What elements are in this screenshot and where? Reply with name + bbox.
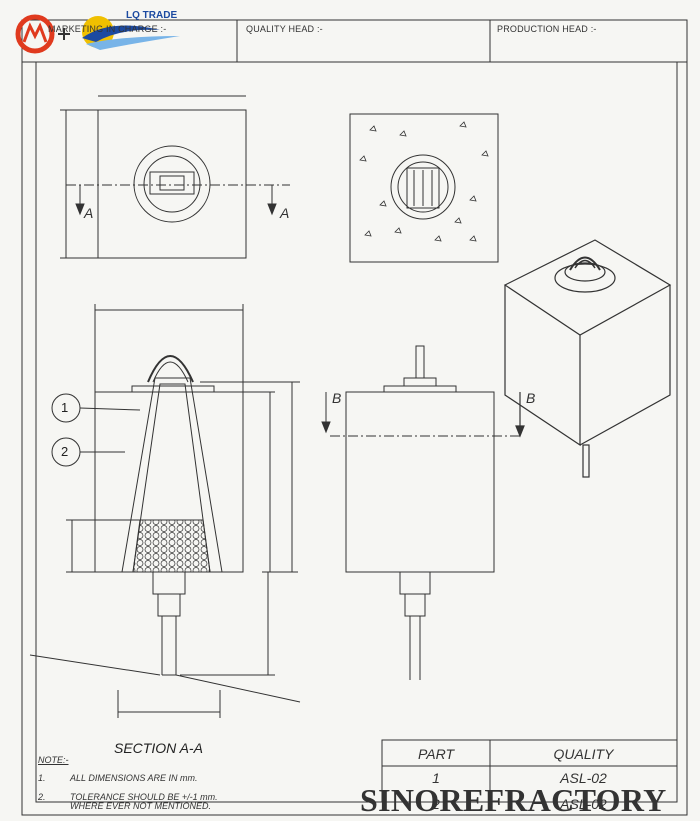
note-2-num: 2. [38,792,46,802]
logo-text: LQ TRADE [126,10,178,21]
table-row-1-part: 1 [432,770,440,786]
front-elevation [321,345,520,680]
drawing-border [21,19,688,816]
top-view-right [349,113,499,263]
quality-head-cell: QUALITY HEAD :- [246,24,323,34]
callout-1: 1 [61,400,69,415]
callout-2: 2 [61,444,69,459]
table-row-2-part: 2 [432,796,440,812]
logo [10,6,210,56]
table-header-part: PART [417,746,455,762]
section-mark-b-left: B [332,390,342,406]
section-mark-a-right: A [280,205,290,221]
logo-mark-icon [15,14,180,54]
top-view-left [60,95,290,259]
watermark: SINOREFRACTORY [360,782,667,818]
section-mark-b-right: B [526,390,536,406]
isometric-view [503,239,672,478]
parts-table [381,739,678,803]
section-title: SECTION A-A [114,740,203,756]
note-1-num: 1. [38,773,46,783]
section-mark-a-left: A [84,205,94,221]
marketing-cell: MARKETING IN CHARGE :- [48,24,167,34]
note-2-text: TOLERANCE SHOULD BE +/-1 mm. [70,792,218,802]
note-2-text-cont: WHERE EVER NOT MENTIONED. [70,801,212,811]
table-row-2-quality: ASL-02 [560,796,607,812]
notes-title: NOTE:- [38,755,69,765]
table-header-quality: QUALITY [553,746,614,762]
note-1-text: ALL DIMENSIONS ARE IN mm. [70,773,198,783]
table-row-1-quality: ASL-02 [560,770,607,786]
section-a-a [29,304,301,718]
production-head-cell: PRODUCTION HEAD :- [497,24,597,34]
